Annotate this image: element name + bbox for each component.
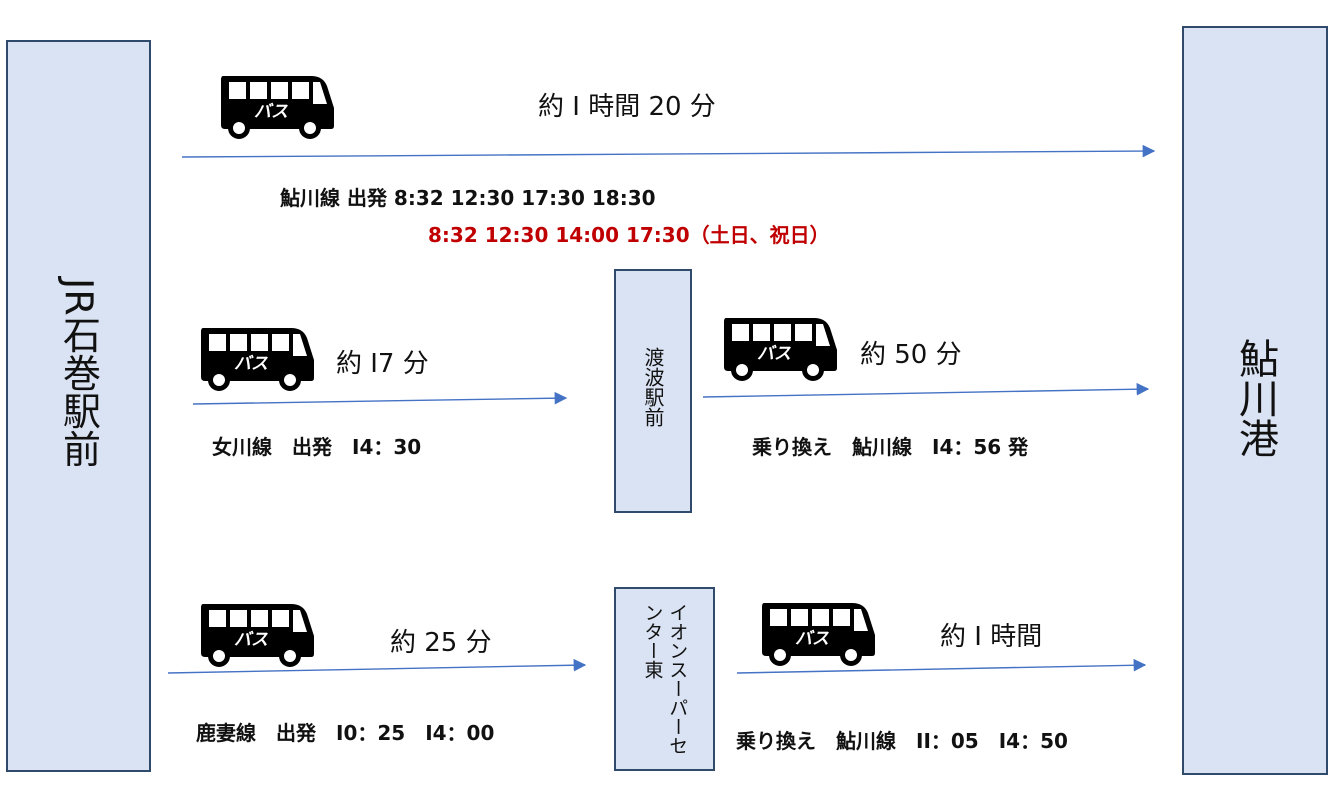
watanoha-leg1-duration: 約 I7 分 (336, 349, 429, 379)
direct-route-schedule: 鮎川線 出発 8:32 12:30 17:30 18:30 (280, 186, 656, 210)
transfer-station-aeon-box: イオンスーパーセンター東 (614, 587, 715, 771)
watanoha-leg1-arrow (192, 391, 568, 405)
origin-station-label: JR石巻駅前 (56, 278, 101, 468)
watanoha-leg1-schedule: 女川線 出発 I4：30 (212, 435, 422, 459)
bus-icon: バス (199, 600, 317, 672)
transfer-station-watanoha-box: 渡波駅前 (614, 269, 692, 513)
destination-station-box: 鮎川港 (1182, 26, 1328, 775)
bus-icon: バス (722, 314, 840, 386)
aeon-leg2-arrow (736, 658, 1147, 674)
destination-station-label: 鮎川港 (1232, 338, 1278, 458)
aeon-leg2-duration: 約 I 時間 (940, 622, 1043, 652)
aeon-leg2-schedule: 乗り換え 鮎川線 II：05 I4：50 (736, 729, 1068, 753)
watanoha-leg2-schedule: 乗り換え 鮎川線 I4：56 発 (752, 435, 1029, 459)
watanoha-leg2-arrow (702, 382, 1150, 398)
transfer-station-watanoha-label: 渡波駅前 (641, 347, 665, 427)
bus-badge-text: バス (795, 629, 829, 649)
aeon-leg1-arrow (167, 658, 587, 674)
direct-route-holiday-schedule: 8:32 12:30 14:00 17:30（土日、祝日） (428, 223, 830, 247)
aeon-leg1-schedule: 鹿妻線 出発 I0：25 I4：00 (196, 721, 495, 745)
watanoha-leg2-duration: 約 50 分 (860, 340, 962, 370)
bus-icon: バス (199, 324, 317, 396)
bus-badge-text: バス (234, 354, 268, 374)
aeon-leg1-duration: 約 25 分 (390, 628, 492, 658)
bus-icon: バス (760, 599, 878, 671)
direct-route-duration: 約 I 時間 20 分 (538, 92, 716, 122)
bus-badge-text: バス (234, 630, 268, 650)
bus-badge-text: バス (254, 102, 288, 122)
bus-badge-text: バス (757, 344, 791, 364)
bus-icon: バス (219, 72, 337, 144)
transfer-station-aeon-label: イオンスーパーセンター東 (641, 603, 689, 755)
direct-route-arrow (181, 144, 1156, 158)
origin-station-box: JR石巻駅前 (6, 40, 151, 772)
